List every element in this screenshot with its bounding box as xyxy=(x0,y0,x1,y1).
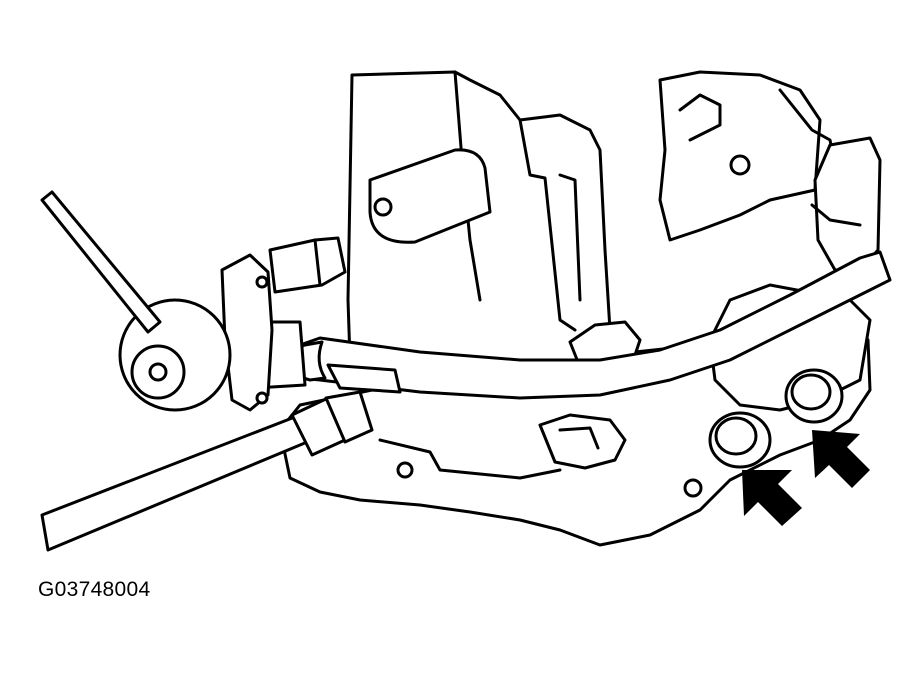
lower-sensor-detail xyxy=(558,426,600,450)
round-fitting-hole xyxy=(148,362,168,382)
lower-block-bolt-hole xyxy=(396,461,414,479)
valve-upper-fitting xyxy=(268,236,347,294)
hose-end-collar xyxy=(324,390,374,444)
lower-sensor xyxy=(538,413,627,470)
arrow-right-plug xyxy=(812,430,870,488)
valve-upper-fitting-seam xyxy=(313,238,322,287)
control-rod xyxy=(40,190,162,334)
upper-right-hole xyxy=(729,154,751,176)
plug-right-inner xyxy=(790,373,832,411)
flange-bolt-top xyxy=(255,275,269,289)
flange-bolt-bottom xyxy=(255,391,269,405)
housing-boss xyxy=(368,148,492,244)
housing-rib xyxy=(518,118,577,332)
lower-block-edge xyxy=(378,438,562,480)
lower-block-bolt-hole-2 xyxy=(683,478,703,498)
far-right-component xyxy=(813,136,882,272)
arrow-left-plug xyxy=(742,470,802,526)
main-pipe xyxy=(298,250,892,400)
far-right-edge xyxy=(810,203,862,227)
upper-right-bracket xyxy=(678,93,722,142)
housing-rib-2 xyxy=(558,173,582,302)
lower-hose xyxy=(40,413,314,552)
plug-left-inner xyxy=(714,416,758,456)
figure-code: G03748004 xyxy=(38,578,151,601)
housing-boss-hole xyxy=(373,197,393,217)
pipe-clamp xyxy=(326,363,402,394)
